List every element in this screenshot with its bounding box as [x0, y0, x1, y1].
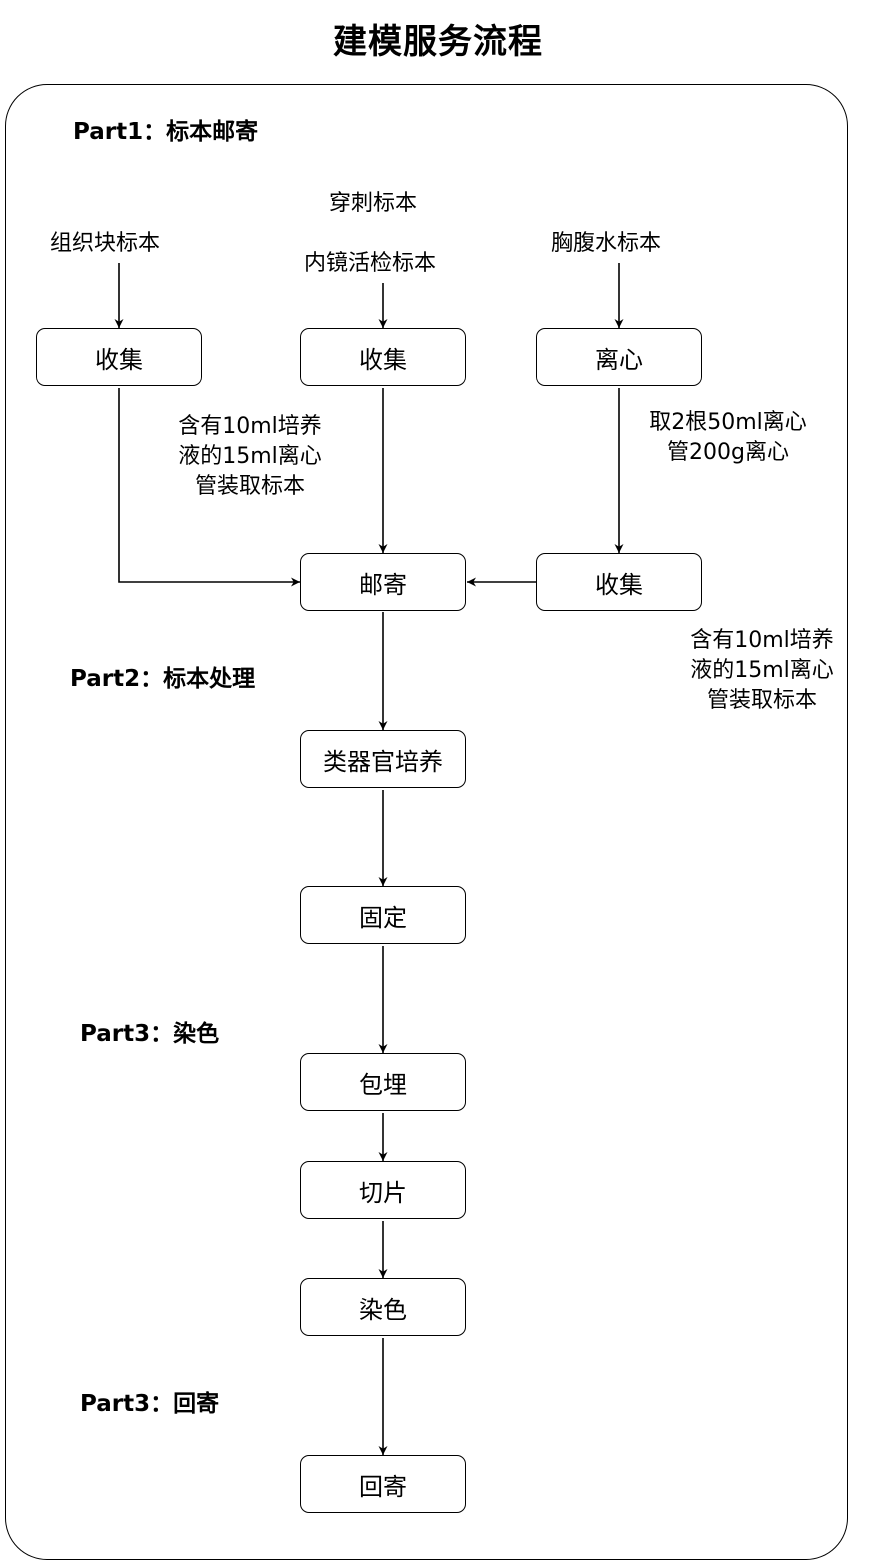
node-mail: 邮寄: [300, 553, 466, 611]
node-organoid-culture: 类器官培养: [300, 730, 466, 788]
node-collect-left: 收集: [36, 328, 202, 386]
node-collect-mid: 收集: [300, 328, 466, 386]
node-collect-right: 收集: [536, 553, 702, 611]
arrow-collect-left-to-mail: [118, 388, 300, 587]
source-ascites: 胸腹水标本: [551, 231, 662, 256]
note-right-tube: 含有10ml培养 液的15ml离心 管装取标本: [672, 626, 852, 716]
note-line: 取2根50ml离心: [649, 410, 807, 435]
diagram-frame: [5, 84, 848, 1560]
note-line: 管装取标本: [706, 688, 817, 713]
note-line: 液的15ml离心: [690, 658, 834, 683]
note-line: 管200g离心: [667, 440, 789, 465]
diagram-title: 建模服务流程: [333, 22, 543, 62]
note-line: 含有10ml培养: [690, 628, 834, 653]
source-tissue: 组织块标本: [50, 231, 161, 256]
source-puncture: 穿刺标本: [329, 191, 418, 216]
note-line: 管装取标本: [194, 474, 305, 499]
part1-heading: Part1：标本邮寄: [73, 119, 259, 145]
note-line: 液的15ml离心: [178, 444, 322, 469]
part3-return-heading: Part3：回寄: [80, 1391, 220, 1417]
node-embed: 包埋: [300, 1053, 466, 1111]
node-centrifuge: 离心: [536, 328, 702, 386]
node-fix: 固定: [300, 886, 466, 944]
part3-stain-heading: Part3：染色: [80, 1021, 220, 1047]
note-line: 含有10ml培养: [178, 414, 322, 439]
node-section: 切片: [300, 1161, 466, 1219]
node-stain: 染色: [300, 1278, 466, 1336]
node-return: 回寄: [300, 1455, 466, 1513]
note-mid-tube: 含有10ml培养 液的15ml离心 管装取标本: [160, 412, 340, 502]
part2-heading: Part2：标本处理: [70, 666, 256, 692]
note-centrifuge-tube: 取2根50ml离心 管200g离心: [628, 408, 828, 468]
source-endoscopy: 内镜活检标本: [304, 251, 437, 276]
